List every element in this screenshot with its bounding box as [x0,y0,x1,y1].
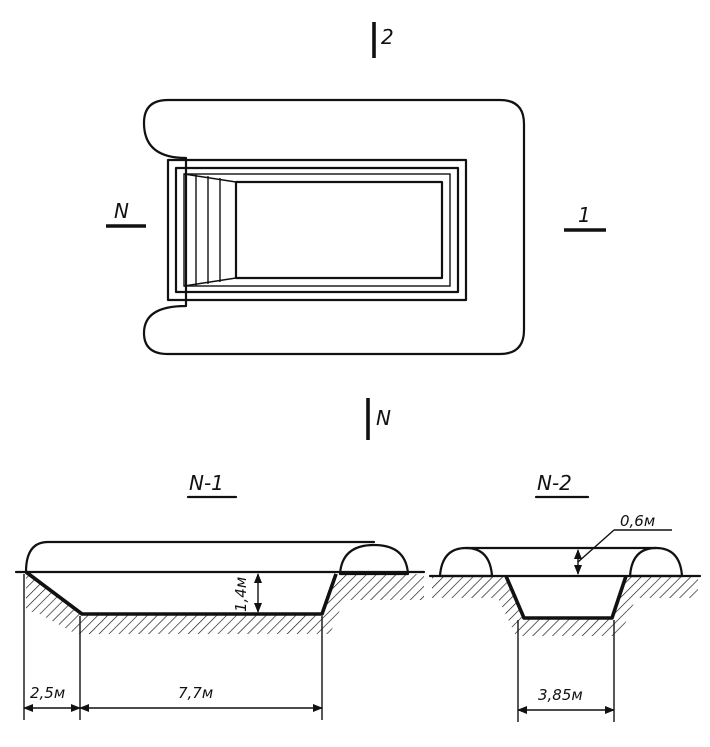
spoil-bank-outline [142,98,526,356]
cut-label-left: N [114,199,129,223]
section-n2-spoil-mound-right [628,546,684,578]
pit-offset-1 [174,166,460,294]
section-n1-title: N-1 [189,471,224,495]
pit-outer-outline [166,158,468,302]
section-n2: N-2 0,6м 3,85м [428,471,702,722]
pit-offset-2 [183,173,451,287]
plan-view: 2 N N 1 [106,22,606,440]
section-n2-soil-hatch [432,576,698,636]
section-n1-depth-label: 1,4м [232,577,250,612]
section-n2-spoil-mound-left [438,546,494,578]
section-n1-spoil-outline [24,540,376,574]
section-n1-spoil-mound [338,543,410,576]
cut-label-bottom: N [376,406,391,430]
section-n2-trench-profile [504,575,628,620]
cut-label-top: 2 [381,25,394,49]
dim-pit-length-label: 7,7м [178,684,213,702]
dim-ramp-label: 2,5м [30,684,65,702]
ramp-steps [183,173,237,287]
section-n2-title: N-2 [537,471,572,495]
cut-label-right: 1 [578,203,591,227]
dim-spoil-height-label: 0,6м [620,512,655,530]
section-n1: N-1 1,4м 2,5м 7,7м [14,471,426,720]
section-n1-trench-profile [24,570,338,616]
dim-pit-width-label: 3,85м [538,686,583,704]
pit-bottom [234,180,444,280]
dim-spoil-height-leader [577,529,615,563]
section-n1-soil-hatch [26,572,424,634]
